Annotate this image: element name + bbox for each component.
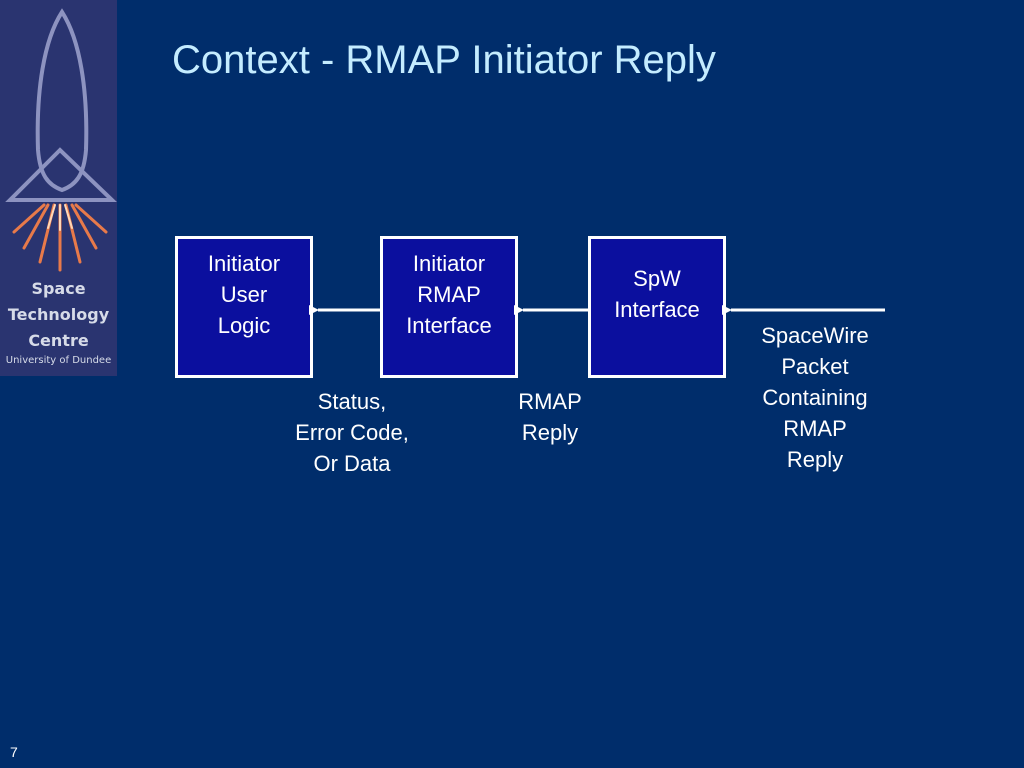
box-label-line: Initiator [412, 250, 486, 276]
slide-title: Context - RMAP Initiator Reply [172, 38, 716, 82]
box-label-line: User [220, 281, 268, 307]
rocket-logo-icon [5, 8, 117, 272]
initiator-rmap-interface-box: Initiator RMAP Interface [380, 236, 518, 378]
label-line: Or Data [313, 451, 391, 476]
label-line: Containing [762, 385, 868, 410]
status-label: Status, Error Code, Or Data [262, 386, 442, 479]
label-line: RMAP [783, 416, 847, 441]
logo-line-space: Space [31, 279, 86, 298]
box-label-line: Interface [406, 312, 492, 338]
logo-line-technology: Technology [7, 305, 110, 324]
label-line: Error Code, [295, 420, 409, 445]
spacewire-packet-label: SpaceWire Packet Containing RMAP Reply [740, 320, 890, 475]
label-line: SpaceWire [761, 323, 869, 348]
box-label-line: Interface [614, 297, 700, 322]
logo-panel: Space Technology Centre University of Du… [0, 0, 117, 376]
box-label-line: Logic [217, 312, 271, 338]
label-line: Reply [786, 447, 844, 472]
spw-interface-box: SpW Interface [588, 236, 726, 378]
box-label-line: Initiator [207, 250, 281, 276]
initiator-user-logic-box: Initiator User Logic [175, 236, 313, 378]
box-label-line: SpW [633, 266, 681, 291]
label-line: Packet [781, 354, 849, 379]
box-label-line: RMAP [417, 281, 481, 307]
rmap-reply-label: RMAP Reply [490, 386, 610, 448]
label-line: Reply [521, 420, 579, 445]
logo-line-university: University of Dundee [5, 355, 112, 366]
label-line: RMAP [518, 389, 582, 414]
logo-line-centre: Centre [28, 331, 89, 350]
label-line: Status, [317, 389, 387, 414]
page-number: 7 [10, 744, 18, 760]
